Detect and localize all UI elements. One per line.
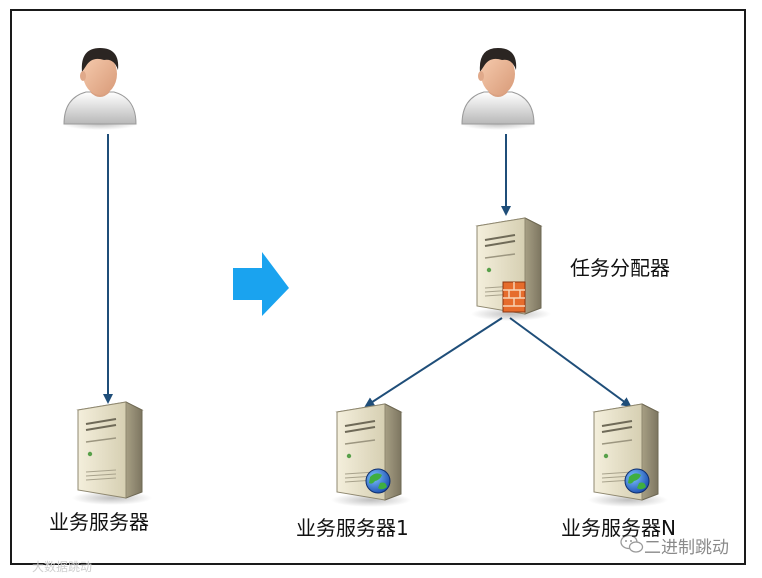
server-left-label: 业务服务器 (49, 510, 149, 534)
server-icon-n (587, 403, 669, 508)
connector-dispatcher-to-server-n (509, 317, 632, 408)
transition-arrow-icon (233, 252, 289, 316)
connector-dispatcher-to-server-1 (364, 317, 503, 408)
firewall-icon (502, 281, 526, 313)
server-1-label: 业务服务器1 (296, 516, 409, 540)
watermark-wechat-account: 二进制跳动 (644, 538, 729, 558)
dispatcher-label: 任务分配器 (570, 256, 670, 280)
watermark-bottom-left: 大数据跳动 (32, 560, 93, 574)
wechat-icon (620, 534, 644, 553)
globe-icon-n (624, 468, 650, 494)
server-icon-left (71, 401, 153, 506)
user-icon-right (459, 47, 537, 131)
server-icon-1 (330, 403, 412, 508)
server-n-label: 业务服务器N (561, 516, 676, 540)
user-icon-left (61, 47, 139, 131)
globe-icon-1 (365, 468, 391, 494)
